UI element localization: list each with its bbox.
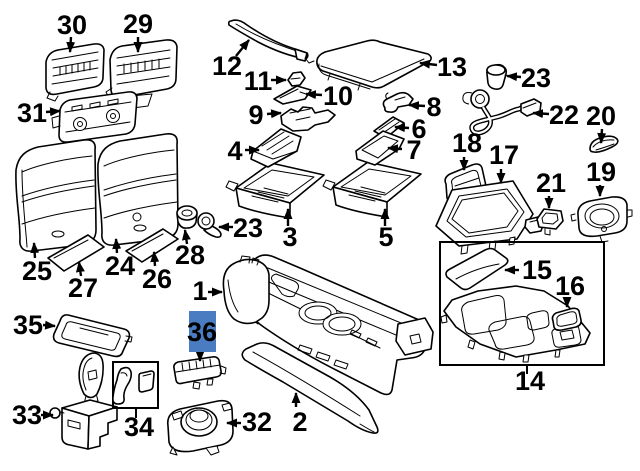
part-28-cap (176, 205, 198, 229)
part-19-cupholder (570, 196, 633, 243)
callout-16[interactable]: 16 (555, 271, 585, 301)
callout-13[interactable]: 13 (437, 52, 467, 82)
callout-9[interactable]: 9 (248, 100, 263, 130)
callout-3[interactable]: 3 (282, 222, 297, 252)
arrow-8 (408, 101, 426, 111)
arrow-20 (597, 128, 607, 144)
part-23-lighter-element (486, 63, 511, 90)
arrow-26 (150, 251, 160, 267)
callout-35[interactable]: 35 (13, 310, 43, 340)
callout-34[interactable]: 34 (124, 412, 154, 442)
part-17-frame (435, 180, 545, 255)
part-26-mat (125, 228, 179, 263)
callout-6[interactable]: 6 (411, 114, 426, 144)
part-21-holder (536, 208, 564, 236)
part-22-wiring-socket (462, 89, 542, 136)
part-8-bracket (382, 91, 414, 113)
part-15-cover (445, 247, 509, 291)
callout-17[interactable]: 17 (489, 140, 519, 170)
callout-27[interactable]: 27 (68, 273, 98, 303)
callout-2[interactable]: 2 (292, 407, 307, 437)
callout-18[interactable]: 18 (452, 128, 482, 158)
arrow-25 (30, 242, 40, 259)
part-14-trim-panel (440, 285, 591, 363)
part-31-rear-control-panel (51, 91, 138, 143)
callout-36-highlight (189, 311, 216, 352)
part-23-lighter-plug (197, 212, 222, 238)
part-33-gear-selector (49, 352, 118, 450)
callout-28[interactable]: 28 (175, 240, 205, 270)
callout-23-lighter[interactable]: 23 (521, 63, 551, 93)
arrow-6 (394, 123, 410, 133)
part-9-bracket (280, 106, 336, 132)
arrow-22 (532, 109, 550, 119)
part-4-rubber-insert (250, 128, 302, 168)
arrow-24 (112, 238, 122, 254)
callout-5[interactable]: 5 (378, 222, 393, 252)
callout-4[interactable]: 4 (227, 136, 242, 166)
callout-8[interactable]: 8 (426, 92, 441, 122)
callout-7[interactable]: 7 (406, 135, 421, 165)
callout-22[interactable]: 22 (549, 100, 579, 130)
part-13-armrest-lid (316, 39, 432, 91)
callout-15[interactable]: 15 (522, 255, 552, 285)
callout-19[interactable]: 19 (586, 157, 616, 187)
arrow-9 (266, 109, 282, 119)
part-20-cap (589, 135, 619, 153)
arrow-12 (235, 39, 250, 57)
callout-25[interactable]: 25 (22, 256, 52, 286)
part-10-bracket (273, 85, 312, 105)
callout-14[interactable]: 14 (515, 366, 545, 396)
arrow-7 (387, 144, 403, 154)
arrow-23-lighter (506, 72, 522, 82)
callout-21[interactable]: 21 (536, 168, 566, 198)
callout-20[interactable]: 20 (586, 101, 616, 131)
callout-29[interactable]: 29 (123, 9, 153, 39)
callout-31[interactable]: 31 (17, 98, 47, 128)
arrow-13 (419, 59, 438, 69)
callout-36[interactable]: 36 (187, 317, 217, 347)
arrow-28 (181, 229, 191, 245)
arrow-27 (75, 261, 85, 277)
part-12-trim-strip (227, 19, 325, 65)
callout-1[interactable]: 1 (192, 276, 207, 306)
callout-24[interactable]: 24 (105, 251, 135, 281)
callout-23-plug[interactable]: 23 (233, 213, 263, 243)
arrow-10 (305, 90, 323, 100)
part-34-trim-set-box (112, 361, 159, 409)
part-25-rear-panel (15, 139, 97, 252)
part-32-controller (166, 399, 234, 456)
part-1-center-console (222, 254, 434, 396)
part-3-storage-tray (225, 162, 325, 219)
part-36-switch-panel (173, 356, 227, 390)
arrow-35 (42, 320, 56, 330)
callout-26[interactable]: 26 (142, 264, 172, 294)
callout-33[interactable]: 33 (12, 400, 42, 430)
part-14-trim-panel-box (439, 241, 605, 366)
part-5-storage-tray (322, 161, 422, 218)
part-30-air-vent (45, 43, 105, 102)
callout-12[interactable]: 12 (212, 51, 242, 81)
callout-11[interactable]: 11 (244, 66, 273, 96)
callout-32[interactable]: 32 (242, 407, 272, 437)
arrow-31 (45, 107, 61, 117)
part-11-clip (287, 71, 306, 87)
part-27-mat (47, 234, 105, 272)
part-16-insert (551, 307, 582, 331)
callout-30[interactable]: 30 (57, 10, 87, 40)
part-24-rear-panel (97, 133, 179, 246)
callout-10[interactable]: 10 (323, 81, 353, 111)
callout-arrows (30, 36, 607, 428)
part-2-side-trim (241, 342, 379, 434)
arrow-30 (66, 36, 76, 53)
